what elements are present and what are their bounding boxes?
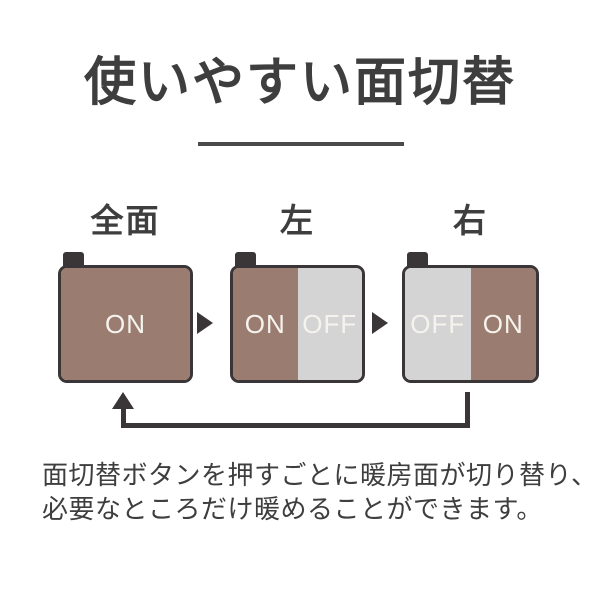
heating-segment: OFF (405, 268, 471, 380)
description-line-1: 面切替ボタンを押すごとに暖房面が切り替り、 (42, 460, 598, 490)
power-tab-icon (63, 252, 84, 268)
next-arrow-icon (372, 312, 388, 334)
heating-segment: ON (470, 268, 536, 380)
heating-segment: ON (61, 268, 190, 380)
heating-segment: OFF (297, 268, 362, 380)
cycle-arrow-horizontal (121, 423, 470, 428)
next-arrow-icon (197, 312, 213, 334)
description-text: 面切替ボタンを押すごとに暖房面が切り替り、 必要なところだけ暖めることができます… (42, 458, 598, 526)
heating-segment: ON (233, 268, 298, 380)
heater-panel-full: ON (58, 265, 193, 383)
power-tab-icon (407, 252, 428, 268)
panel-label-full: 全面 (90, 202, 161, 239)
title-divider (198, 142, 404, 146)
cycle-arrow-head (112, 392, 134, 409)
cycle-arrow-vertical (465, 392, 470, 428)
heater-panel-left: ON OFF (230, 265, 365, 383)
cycle-arrow-stem (121, 407, 126, 428)
power-tab-icon (235, 252, 256, 268)
description-line-2: 必要なところだけ暖めることができます。 (42, 494, 543, 524)
heater-panel-right: OFF ON (402, 265, 539, 383)
panel-label-left: 左 (280, 202, 315, 239)
page-title: 使いやすい面切替 (83, 54, 516, 112)
panel-label-right: 右 (453, 202, 488, 239)
